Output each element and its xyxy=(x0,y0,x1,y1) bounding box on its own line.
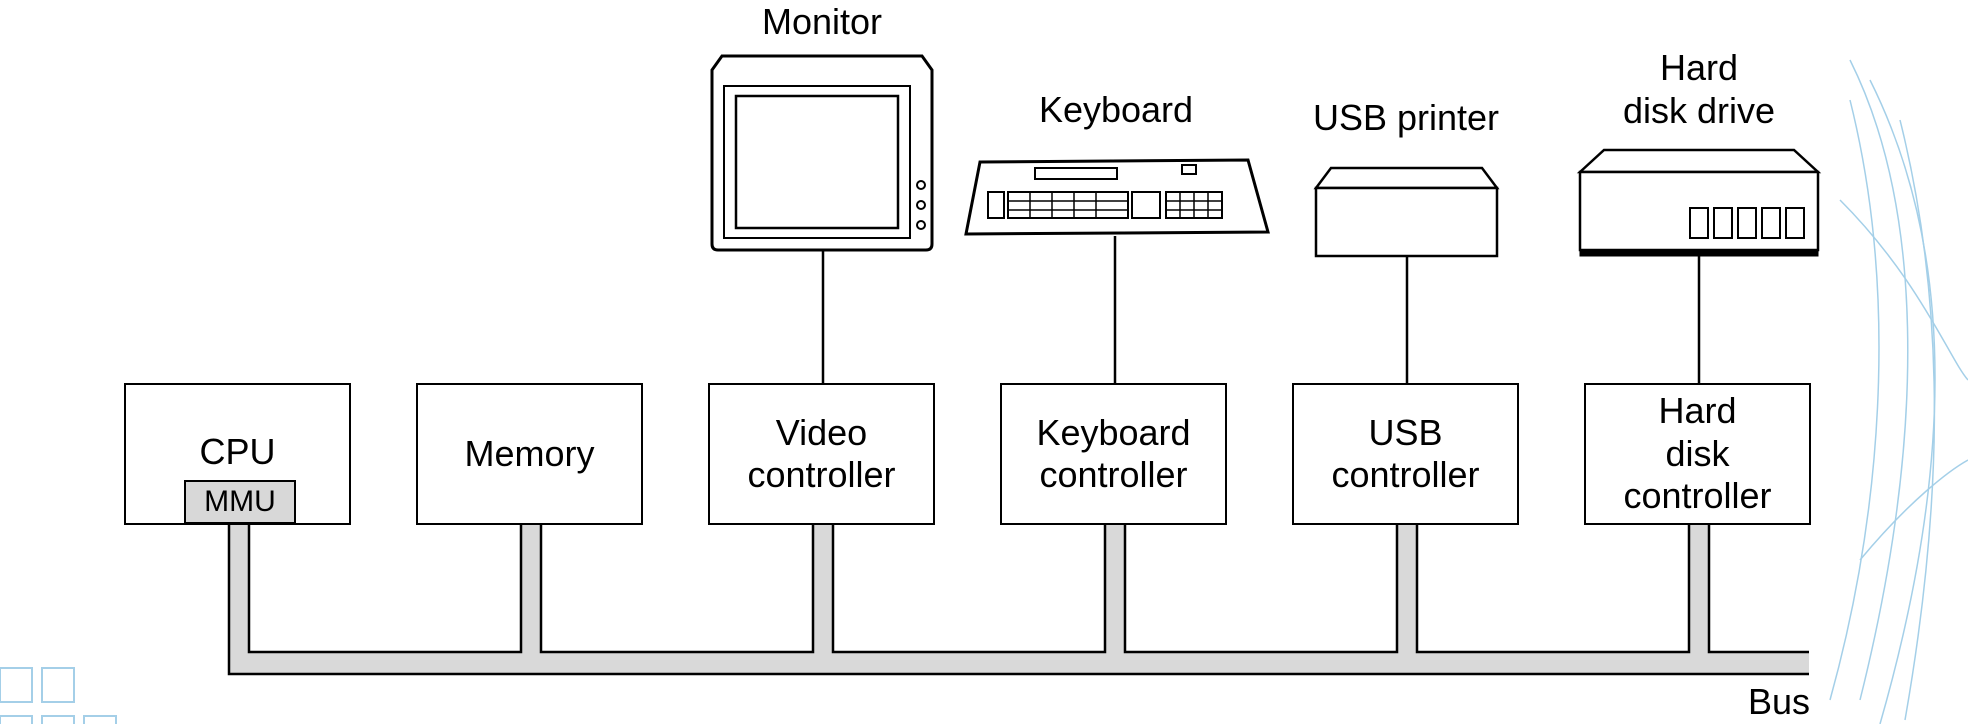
hard-disk-drive-label: Hard disk drive xyxy=(1622,47,1776,132)
bus-label: Bus xyxy=(1747,681,1810,722)
memory-label: Memory xyxy=(464,432,595,474)
keyboard-controller-label: Keyboard controller xyxy=(1036,411,1191,495)
watermark-decoration xyxy=(1829,59,1968,724)
cpu-label: CPU xyxy=(199,431,276,472)
usb-printer-icon xyxy=(1313,166,1500,258)
memory-box: Memory xyxy=(416,383,643,525)
usb-printer-label: USB printer xyxy=(1312,97,1500,138)
keyboard-icon xyxy=(964,158,1270,236)
drive-bays-icon xyxy=(1689,207,1805,239)
usb-controller-label: USB controller xyxy=(1331,411,1480,495)
video-controller-box: Video controller xyxy=(708,383,935,525)
hard-disk-drive-icon xyxy=(1576,148,1822,257)
device-connections xyxy=(821,236,1701,383)
monitor-label: Monitor xyxy=(761,1,883,42)
corner-squares-decoration xyxy=(0,667,117,724)
video-controller-label: Video controller xyxy=(747,411,896,495)
hard-disk-controller-label: Hard disk controller xyxy=(1623,390,1772,517)
hard-disk-controller-box: Hard disk controller xyxy=(1584,383,1811,525)
usb-controller-box: USB controller xyxy=(1292,383,1519,525)
bus xyxy=(227,524,1809,676)
keyboard-controller-box: Keyboard controller xyxy=(1000,383,1227,525)
monitor-icon xyxy=(710,54,934,252)
mmu-box: MMU xyxy=(184,480,296,524)
keyboard-label: Keyboard xyxy=(1038,89,1194,130)
